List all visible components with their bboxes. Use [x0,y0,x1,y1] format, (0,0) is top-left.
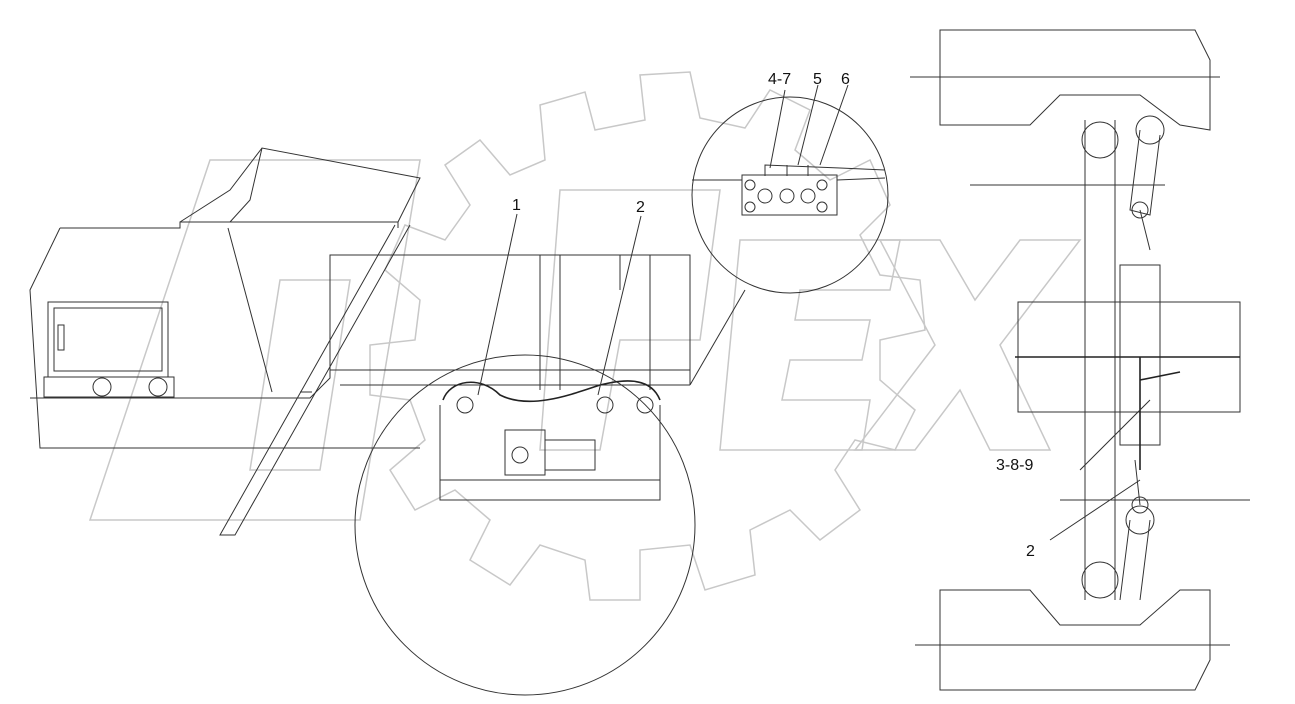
callout-4-7: 4-7 [768,71,791,88]
detail-view-drawing [691,84,889,294]
callout-6: 6 [841,71,850,88]
callout-labels: 4-7 5 6 1 2 3-8-9 2 [477,71,1035,560]
callout-2-side: 2 [636,199,645,216]
callout-2-top: 2 [1026,543,1035,560]
top-view-drawing [910,29,1250,691]
opex-watermark-logo [88,71,1082,601]
callout-5: 5 [813,71,822,88]
callout-3-8-9: 3-8-9 [996,457,1033,474]
side-view-drawing [29,147,746,696]
callout-1: 1 [512,197,521,214]
